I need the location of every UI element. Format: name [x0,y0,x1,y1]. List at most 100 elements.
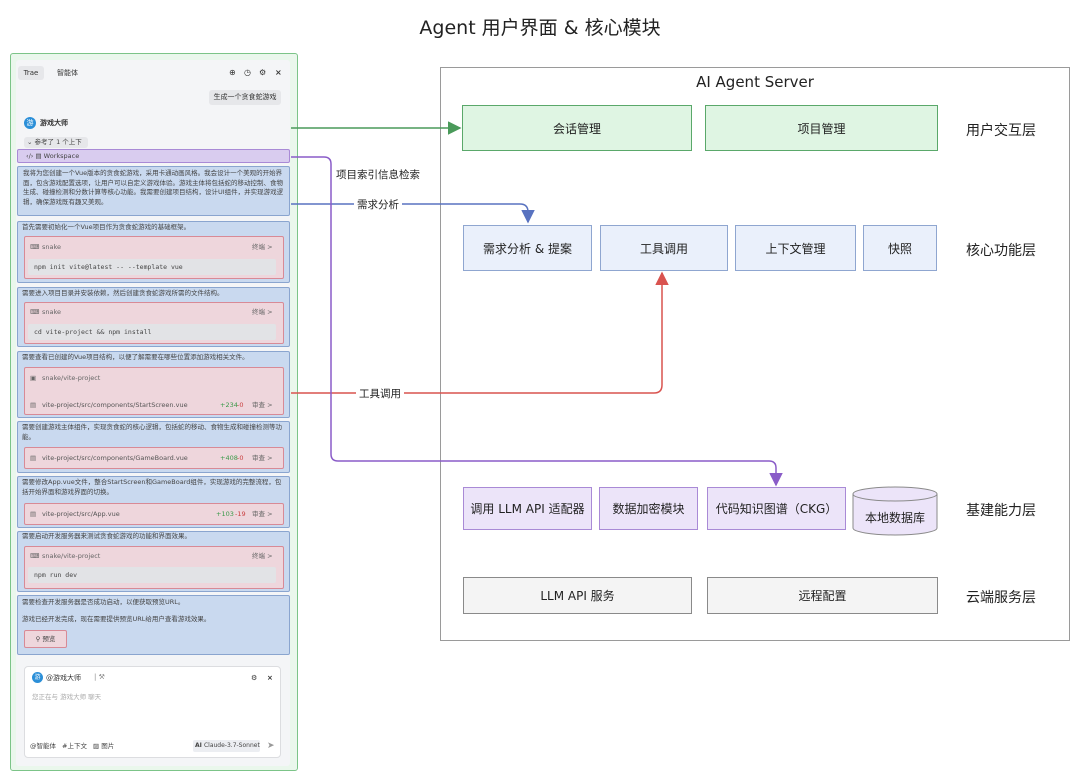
layer-core-function: 核心功能层 [966,243,1036,259]
at-icon: @ [30,742,37,750]
file-card-4[interactable] [24,447,284,469]
edge-label-index: 项目索引信息检索 [336,167,420,182]
edge-label-tool: 工具调用 [356,386,404,401]
step6-command: npm run dev [28,567,276,583]
input-close-icon[interactable]: × [267,674,273,682]
footer-agent[interactable]: @智能体 [30,742,56,752]
step5-action[interactable]: 审查 > [252,510,273,518]
terminal-icon: ⌨ [30,552,40,560]
file-icon: ▤ [30,510,37,518]
footer-agent-label: 智能体 [36,742,57,750]
image-icon: ▨ [93,742,102,750]
step5-file: vite-project/src/App.vue [42,510,120,518]
edge-intro-to-analysis [291,203,535,224]
settings-icon[interactable]: ⚙ [259,68,267,77]
step5-del: -19 [235,510,246,518]
new-chat-icon[interactable]: ⊕ [229,68,236,77]
code-icon: ‹/› ▤ [26,152,44,160]
node-data-encryption: 数据加密模块 [599,487,698,530]
node-context-management: 上下文管理 [735,225,856,271]
workspace-chip[interactable]: ‹/› ▤ Workspace [17,149,290,163]
footer-context-label: 上下文 [67,742,87,750]
model-label: Claude-3.7-Sonnet [203,742,260,749]
server-title: AI Agent Server [696,73,814,91]
node-local-database: 本地数据库 [864,511,925,525]
history-icon[interactable]: ◷ [244,68,251,77]
step4-file: vite-project/src/components/GameBoard.vu… [42,454,188,462]
step2-term: snake [42,308,62,316]
user-message: 生成一个贪食蛇游戏 [209,90,281,105]
step1-term: snake [42,243,62,251]
step1-action[interactable]: 终端 > [252,243,273,251]
step3-text: 需要查看已创建的Vue项目结构，以便了解需要在哪些位置添加游戏相关文件。 [22,353,249,361]
step6-text: 需要启动开发服务器来测试贪食蛇游戏的功能和界面效果。 [22,532,191,540]
step3-file: vite-project/src/components/StartScreen.… [42,401,188,409]
input-agent-mention[interactable]: @游戏大师 [46,674,81,682]
step6-action[interactable]: 终端 > [252,552,273,560]
terminal-icon: ⌨ [30,243,40,251]
final-text: 游戏已经开发完成，现在需要提供预览URL给用户查看游戏效果。 [22,615,211,623]
tab-trae[interactable]: Trae [18,66,44,80]
step3-folder: snake/vite-project [42,374,101,382]
step6-term: snake/vite-project [42,552,101,560]
node-project-management: 项目管理 [705,105,938,151]
send-icon[interactable]: ➤ [267,741,275,751]
footer-context[interactable]: #上下文 [62,742,87,752]
agent-avatar-small: 游 [32,672,43,683]
tab-agent[interactable]: 智能体 [57,69,78,77]
step4-add: +408 [220,454,238,462]
edge-steps-to-tool-call [291,271,669,394]
file-card-5[interactable] [24,503,284,525]
preview-label: 预览 [42,635,56,643]
node-session-management: 会话管理 [462,105,692,151]
file-icon: ▤ [30,454,37,462]
link-icon: ⚲ [35,635,43,643]
step2-command: cd vite-project && npm install [28,324,276,340]
edge-workspace-to-ckg [291,156,783,487]
ai-icon: AI [195,742,204,749]
step1-command: npm init vite@latest -- --template vue [28,259,276,275]
step5-add: +103 [216,510,234,518]
agent-avatar: 游 [24,117,36,129]
model-selector[interactable]: AI Claude-3.7-Sonnet [193,740,260,752]
step3-action[interactable]: 审查 > [252,401,273,409]
close-icon[interactable]: × [275,68,282,77]
node-remote-config: 远程配置 [707,577,938,614]
step1-text: 首先需要初始化一个Vue项目作为贪食蛇游戏的基础框架。 [22,223,191,231]
node-llm-api-service: LLM API 服务 [463,577,692,614]
preview-button[interactable]: ⚲ 预览 [24,630,67,648]
wrench-icon[interactable]: | ⚒ [94,673,105,681]
folder-icon: ▣ [30,374,37,382]
file-card-3[interactable] [24,367,284,415]
ai-agent-server-frame [440,67,1070,641]
chat-input-placeholder[interactable]: 您正在与 游戏大师 聊天 [32,693,102,701]
terminal-icon: ⌨ [30,308,40,316]
step5-text: 需要修改App.vue文件，整合StartScreen和GameBoard组件，… [22,478,282,496]
agent-name: 游戏大师 [40,119,68,127]
step4-text: 需要创建游戏主体组件，实现贪食蛇的核心逻辑，包括蛇的移动、食物生成和碰撞检测等功… [22,423,282,441]
hash-icon: # [62,742,68,750]
node-tool-call: 工具调用 [600,225,728,271]
diagram-title: Agent 用户界面 & 核心模块 [419,17,661,39]
chevron-down-icon: ⌄ [27,138,35,146]
layer-cloud-service: 云端服务层 [966,590,1036,606]
input-settings-icon[interactable]: ⚙ [251,674,258,682]
file-icon: ▤ [30,401,37,409]
node-local-database-cylinder [852,486,938,536]
layer-user-interaction: 用户交互层 [966,123,1036,139]
step2-text: 需要进入项目目录并安装依赖，然后创建贪食蛇游戏所需的文件结构。 [22,289,224,297]
step3-add: +234 [220,401,238,409]
node-llm-api-adapter: 调用 LLM API 适配器 [463,487,592,530]
workspace-label: Workspace [43,152,80,160]
node-requirement-analysis: 需求分析 & 提案 [463,225,592,271]
step4-action[interactable]: 审查 > [252,454,273,462]
footer-image-label: 图片 [101,742,115,750]
node-snapshot: 快照 [863,225,937,271]
layer-infrastructure: 基建能力层 [966,503,1036,519]
step2-action[interactable]: 终端 > [252,308,273,316]
intro-block: 我将为您创建一个Vue版本的贪食蛇游戏，采用卡通动画风格。我会设计一个美观的开始… [17,166,290,216]
step7-text: 需要检查开发服务器是否成功启动，以便获取预览URL。 [22,598,185,606]
footer-image[interactable]: ▨ 图片 [93,742,114,752]
step4-del: -0 [237,454,244,462]
